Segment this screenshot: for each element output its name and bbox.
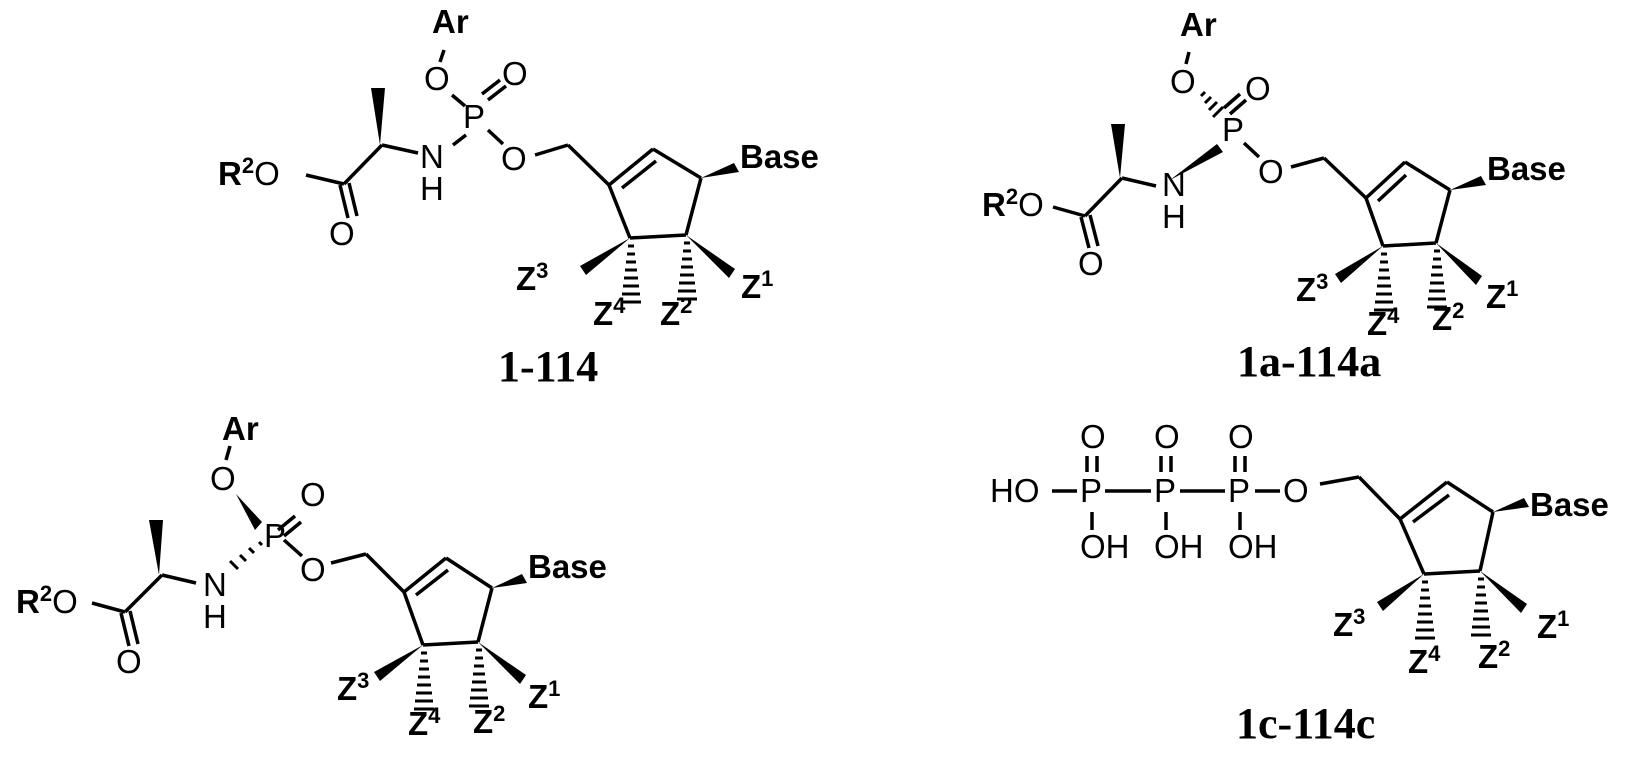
oxygen-label: O	[502, 55, 528, 92]
oxygen-label: O	[1258, 153, 1284, 190]
z3-label: Z3	[1333, 604, 1366, 643]
aryl-label: Ar	[432, 3, 469, 40]
z1-label: Z1	[1486, 276, 1519, 315]
hydroxyl-label: OH	[1154, 528, 1204, 565]
base-label: Base	[740, 138, 819, 175]
ester-r2o-label: R2O	[218, 153, 280, 192]
oxygen-label: O	[1245, 70, 1271, 107]
ester-r2o-label: R2O	[16, 581, 78, 620]
oxygen-label: O	[424, 60, 450, 97]
hydrogen-label: H	[420, 170, 444, 207]
z2-label: Z2	[1432, 298, 1465, 337]
compound-label: 1c-114c	[1236, 699, 1376, 748]
phosphorus-label: P	[264, 517, 287, 554]
phosphorus-label: P	[1154, 472, 1177, 509]
oxygen-label: O	[1228, 418, 1254, 455]
z1-label: Z1	[528, 676, 561, 715]
structure-2-bonds	[1052, 51, 1452, 249]
hydroxyl-label: OH	[1080, 528, 1130, 565]
z1-label: Z1	[741, 266, 774, 305]
z4-label: Z4	[408, 703, 441, 742]
nitrogen-label: N	[420, 138, 444, 175]
phosphorus-label: P	[1228, 472, 1251, 509]
z1-label: Z1	[1537, 606, 1570, 645]
z3-label: Z3	[1296, 269, 1329, 308]
structure-1-bonds	[305, 49, 703, 240]
phosphorus-label: P	[463, 98, 486, 135]
oxygen-label: O	[1170, 63, 1196, 100]
z2-label: Z2	[1478, 636, 1511, 675]
hydrogen-label: H	[203, 598, 227, 635]
aryl-label: Ar	[222, 410, 259, 447]
base-label: Base	[528, 548, 607, 585]
phosphorus-label: P	[1222, 111, 1245, 148]
compound-label: 1a-114a	[1237, 337, 1382, 386]
oxygen-label: O	[1154, 418, 1180, 455]
z3-label: Z3	[516, 258, 549, 297]
carbonyl-oxygen-label: O	[1078, 245, 1104, 282]
z4-label: Z4	[1408, 641, 1441, 680]
oxygen-label: O	[300, 476, 326, 513]
oxygen-label: O	[501, 140, 527, 177]
z3-label: Z3	[337, 668, 370, 707]
nitrogen-label: N	[1162, 166, 1186, 203]
oxygen-label: O	[210, 460, 236, 497]
hydroxyl-label: HO	[990, 472, 1040, 509]
z4-label: Z4	[593, 293, 626, 332]
oxygen-label: O	[1080, 418, 1106, 455]
nitrogen-label: N	[203, 566, 227, 603]
phosphorus-label: P	[1080, 472, 1103, 509]
structure-4-bonds	[1052, 456, 1495, 576]
base-label: Base	[1530, 486, 1609, 523]
oxygen-label: O	[300, 551, 326, 588]
ester-r2o-label: R2O	[982, 184, 1044, 223]
carbonyl-oxygen-label: O	[116, 643, 142, 680]
structure-3-bonds	[91, 445, 494, 647]
base-label: Base	[1487, 150, 1566, 187]
compound-label: 1-114	[498, 342, 599, 391]
hydroxyl-label: OH	[1228, 528, 1278, 565]
z4-label: Z4	[1367, 303, 1400, 342]
hydrogen-label: H	[1162, 198, 1186, 235]
carbonyl-oxygen-label: O	[329, 215, 355, 252]
z2-label: Z2	[660, 293, 693, 332]
aryl-label: Ar	[1180, 6, 1217, 43]
oxygen-label: O	[1283, 472, 1309, 509]
z2-label: Z2	[473, 701, 506, 740]
